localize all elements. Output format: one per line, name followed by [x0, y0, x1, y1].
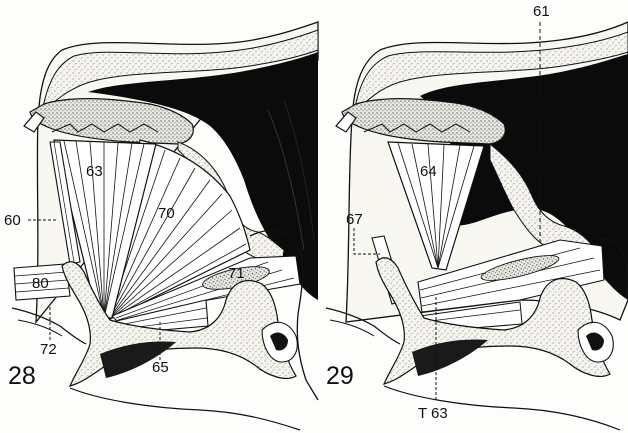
label-63: 63 [86, 163, 103, 180]
label-70: 70 [158, 205, 175, 222]
label-72: 72 [40, 341, 57, 358]
label-T63: T 63 [418, 405, 448, 422]
label-60: 60 [4, 212, 21, 229]
figure-number: 28 [8, 362, 36, 390]
label-64: 64 [420, 163, 437, 180]
figure-28: 28 60 63 65 70 71 72 80 [4, 22, 318, 430]
figure-29: 29 61 64 67 T 63 [326, 3, 628, 430]
label-61: 61 [533, 3, 550, 20]
label-67: 67 [346, 211, 363, 228]
label-71: 71 [228, 265, 245, 282]
label-65: 65 [152, 359, 169, 376]
figure-number: 29 [326, 362, 354, 390]
label-80: 80 [32, 275, 49, 292]
